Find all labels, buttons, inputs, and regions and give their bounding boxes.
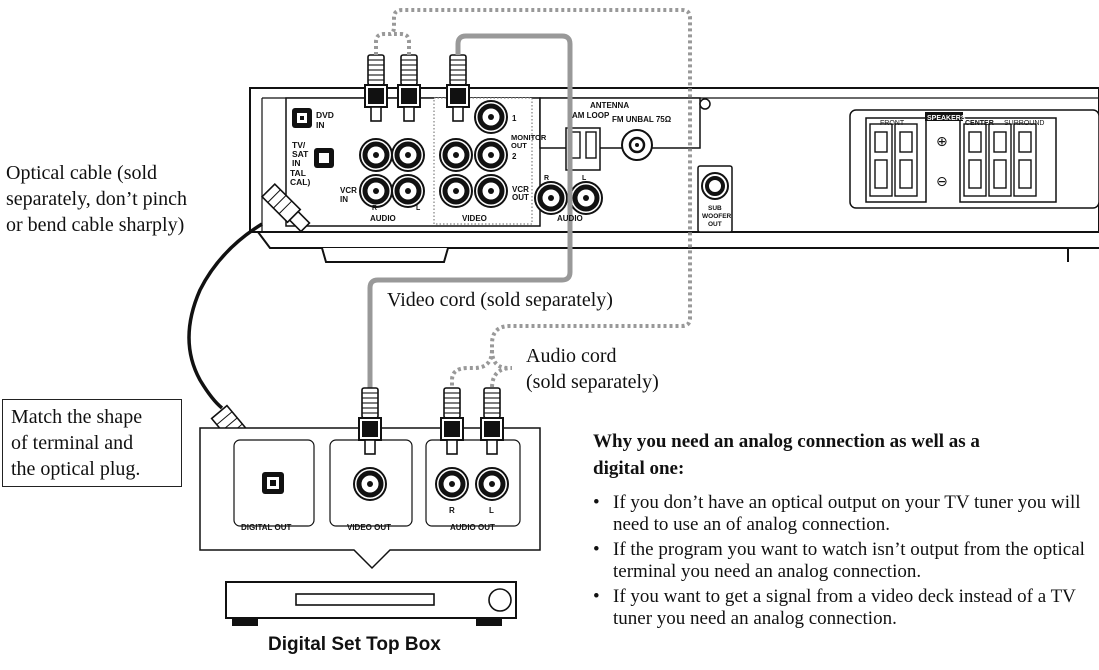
svg-text:OUT: OUT	[511, 141, 527, 150]
receiver-jacks	[292, 101, 602, 214]
svg-text:IN: IN	[340, 195, 348, 204]
svg-text:R: R	[372, 205, 377, 212]
svg-text:IN: IN	[316, 120, 325, 130]
svg-text:L: L	[582, 175, 587, 182]
stb-callout-panel	[199, 427, 541, 570]
svg-text:DVD: DVD	[316, 110, 334, 120]
svg-text:WOOFER: WOOFER	[702, 213, 732, 220]
svg-text:IN: IN	[292, 158, 301, 168]
video-cord	[367, 33, 573, 388]
set-top-box	[225, 581, 517, 626]
svg-text:FM UNBAL 75Ω: FM UNBAL 75Ω	[612, 115, 672, 124]
svg-text:AUDIO OUT: AUDIO OUT	[450, 523, 495, 532]
svg-text:AUDIO: AUDIO	[557, 214, 583, 223]
list-item: If you want to get a signal from a video…	[593, 586, 1089, 630]
svg-text:L: L	[489, 506, 494, 515]
svg-text:2: 2	[512, 152, 517, 161]
optical-cable-label: Optical cable (sold separately, don’t pi…	[6, 162, 188, 236]
svg-text:1: 1	[512, 114, 517, 123]
svg-text:CENTER: CENTER	[965, 120, 994, 127]
svg-text:SUB: SUB	[708, 205, 722, 212]
svg-text:CAL): CAL)	[290, 177, 310, 187]
svg-text:L: L	[416, 205, 421, 212]
svg-text:SURROUND: SURROUND	[1004, 120, 1044, 127]
svg-text:ANTENNA: ANTENNA	[590, 101, 629, 110]
list-item: If you don’t have an optical output on y…	[593, 492, 1089, 536]
svg-text:AM LOOP: AM LOOP	[572, 111, 610, 120]
video-cord-label: Video cord (sold separately)	[383, 287, 617, 313]
svg-text:R: R	[449, 506, 455, 515]
list-item: If the program you want to watch isn’t o…	[593, 539, 1089, 583]
svg-text:VIDEO: VIDEO	[462, 214, 487, 223]
why-bullets: If you don’t have an optical output on y…	[593, 492, 1089, 630]
svg-text:OUT: OUT	[708, 221, 722, 228]
svg-text:DIGITAL OUT: DIGITAL OUT	[241, 523, 291, 532]
svg-text:VIDEO OUT: VIDEO OUT	[347, 523, 391, 532]
svg-text:OUT: OUT	[512, 193, 529, 202]
svg-text:⊕: ⊕	[936, 133, 948, 149]
match-shape-note: Match the shape of terminal and the opti…	[2, 399, 182, 487]
audio-cord	[374, 8, 692, 389]
svg-text:TAL: TAL	[290, 168, 306, 178]
svg-text:MONITOR: MONITOR	[511, 133, 547, 142]
svg-text:VCR: VCR	[340, 186, 357, 195]
svg-text:TV/: TV/	[292, 140, 306, 150]
device-label: Digital Set Top Box	[268, 634, 441, 655]
svg-text:R: R	[544, 175, 549, 182]
svg-text:SPEAKERS: SPEAKERS	[927, 115, 966, 122]
audio-cord-label: Audio cord (sold separately)	[526, 345, 659, 393]
why-section: Why you need an analog connection as wel…	[593, 428, 1099, 633]
svg-text:SAT: SAT	[292, 149, 309, 159]
svg-text:FRONT: FRONT	[880, 120, 905, 127]
svg-text:VCR: VCR	[512, 185, 529, 194]
svg-text:AUDIO: AUDIO	[370, 214, 396, 223]
receiver-labels: DVD IN TV/ SAT IN TAL CAL) VCR IN 1 2 MO…	[290, 101, 1044, 228]
why-title: Why you need an analog connection as wel…	[593, 431, 980, 479]
stb-labels: DIGITAL OUT VIDEO OUT AUDIO OUT R L	[241, 506, 495, 532]
svg-text:⊖: ⊖	[936, 173, 948, 189]
